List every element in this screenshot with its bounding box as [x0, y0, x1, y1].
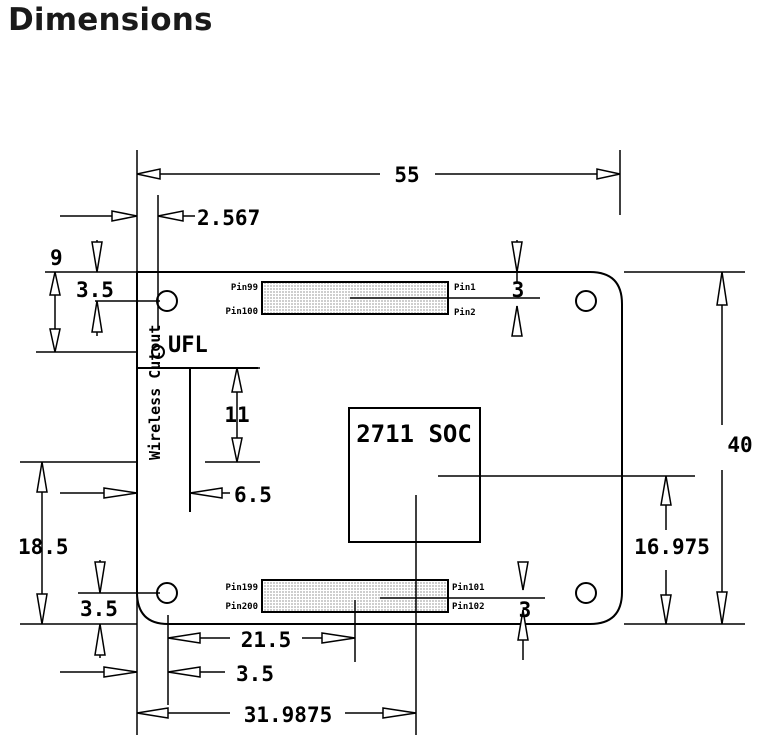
pin-label-bottom-left-2: Pin200	[225, 601, 258, 612]
page-title: Dimensions	[8, 2, 213, 38]
ufl-label: UFL	[168, 333, 208, 358]
pin-label-bottom-right-1: Pin101	[452, 582, 485, 593]
ufl-connector	[151, 345, 165, 359]
dim-bottom-hole-x: 3.5	[236, 662, 274, 686]
dim-connector-bottom-spacing: 3	[519, 598, 532, 622]
dim-hole-inset-bottom: 3.5	[80, 597, 118, 621]
dim-soc-center-y: 16.975	[634, 535, 710, 559]
dim-soc-center-x: 31.9875	[244, 703, 333, 727]
dim-lower-offset: 18.5	[18, 535, 69, 559]
dim-cutout-height: 11	[224, 403, 249, 427]
soc-chip	[348, 407, 481, 543]
pin-label-top-right-2: Pin2	[454, 307, 476, 318]
dim-cutout-width: 6.5	[234, 483, 272, 507]
dim-left-hole-offset: 2.567	[197, 206, 260, 230]
dim-top-edge-to-hole: 9	[50, 246, 63, 270]
mounting-hole-top-right	[575, 290, 597, 312]
dim-connector-top-spacing: 3	[512, 278, 525, 302]
pin-label-top-right-1: Pin1	[454, 282, 476, 293]
mounting-hole-bottom-right	[575, 582, 597, 604]
dim-connector-bottom-offset: 21.5	[241, 628, 292, 652]
dim-board-width: 55	[394, 163, 419, 187]
dim-board-height: 40	[727, 433, 752, 457]
dim-hole-inset-top: 3.5	[76, 278, 114, 302]
pin-label-top-left-2: Pin100	[225, 306, 258, 317]
pin-label-top-left-1: Pin99	[231, 282, 258, 293]
wireless-cutout-label: Wireless Cutout	[146, 325, 164, 460]
soc-label: 2711 SOC	[356, 420, 472, 448]
board-outline	[136, 271, 623, 625]
pin-label-bottom-left-1: Pin199	[225, 582, 258, 593]
pin-label-bottom-right-2: Pin102	[452, 601, 485, 612]
